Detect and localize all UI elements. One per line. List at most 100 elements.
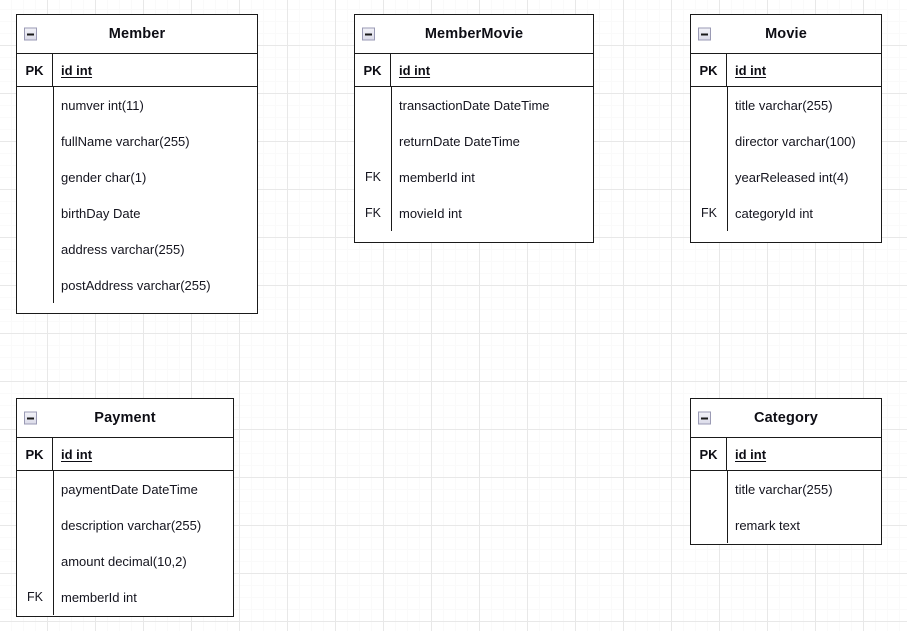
attribute-row[interactable]: returnDate DateTime: [355, 123, 593, 159]
attribute-row[interactable]: title varchar(255): [691, 471, 881, 507]
collapse-minus-icon[interactable]: [362, 27, 375, 41]
attribute-cell: address varchar(255): [53, 231, 257, 267]
entity-header-payment: Payment: [17, 399, 233, 437]
attribute-row[interactable]: numver int(11): [17, 87, 257, 123]
entity-header-membermovie: MemberMovie: [355, 15, 593, 53]
pk-attribute-cell: id int: [53, 438, 233, 470]
attribute-cell: paymentDate DateTime: [53, 471, 233, 507]
entity-header-category: Category: [691, 399, 881, 437]
attribute-row[interactable]: amount decimal(10,2): [17, 543, 233, 579]
primary-key-row[interactable]: PK id int: [691, 437, 881, 471]
attribute-label: paymentDate DateTime: [61, 481, 198, 497]
attribute-row[interactable]: gender char(1): [17, 159, 257, 195]
pk-attribute-label: id int: [735, 446, 767, 462]
attribute-label: director varchar(100): [735, 133, 856, 149]
attribute-label: remark text: [735, 517, 801, 533]
attribute-row[interactable]: transactionDate DateTime: [355, 87, 593, 123]
key-marker-cell: [17, 471, 53, 507]
attribute-label: gender char(1): [61, 169, 147, 185]
pk-attribute-cell: id int: [727, 54, 881, 86]
attribute-row[interactable]: FK memberId int: [355, 159, 593, 195]
pk-marker-cell: PK: [691, 438, 727, 470]
attribute-row[interactable]: title varchar(255): [691, 87, 881, 123]
attribute-label: memberId int: [61, 589, 137, 605]
attribute-label: movieId int: [399, 205, 462, 221]
key-marker-cell: [17, 507, 53, 543]
attribute-row[interactable]: yearReleased int(4): [691, 159, 881, 195]
entity-title-membermovie: MemberMovie: [424, 25, 524, 42]
fk-marker-label: FK: [365, 170, 381, 184]
collapse-minus-icon[interactable]: [698, 27, 711, 41]
pk-attribute-cell: id int: [53, 54, 257, 86]
attribute-cell: memberId int: [391, 159, 593, 195]
attribute-cell: categoryId int: [727, 195, 881, 231]
attribute-row[interactable]: description varchar(255): [17, 507, 233, 543]
attribute-cell: amount decimal(10,2): [53, 543, 233, 579]
attribute-label: amount decimal(10,2): [61, 553, 187, 569]
attribute-row[interactable]: FK categoryId int: [691, 195, 881, 231]
attribute-row[interactable]: address varchar(255): [17, 231, 257, 267]
attribute-row[interactable]: FK movieId int: [355, 195, 593, 231]
attribute-label: returnDate DateTime: [399, 133, 520, 149]
pk-marker-label: PK: [699, 62, 718, 78]
collapse-minus-icon[interactable]: [24, 27, 37, 41]
entity-title-member: Member: [108, 25, 166, 42]
attribute-column-divider: [53, 87, 54, 303]
attribute-row[interactable]: remark text: [691, 507, 881, 543]
key-marker-cell: [691, 123, 727, 159]
fk-marker-cell: FK: [355, 159, 391, 195]
attribute-cell: title varchar(255): [727, 87, 881, 123]
entity-header-member: Member: [17, 15, 257, 53]
fk-marker-cell: FK: [355, 195, 391, 231]
key-marker-cell: [17, 543, 53, 579]
pk-attribute-label: id int: [61, 62, 93, 78]
attribute-cell: title varchar(255): [727, 471, 881, 507]
entity-title-category: Category: [753, 409, 819, 426]
attribute-column-divider: [727, 87, 728, 231]
attribute-column-divider: [727, 471, 728, 543]
primary-key-row[interactable]: PK id int: [355, 53, 593, 87]
pk-marker-cell: PK: [691, 54, 727, 86]
key-marker-cell: [691, 507, 727, 543]
key-marker-cell: [17, 123, 53, 159]
pk-attribute-cell: id int: [391, 54, 593, 86]
collapse-minus-icon[interactable]: [698, 411, 711, 425]
collapse-minus-icon[interactable]: [24, 411, 37, 425]
key-marker-cell: [355, 123, 391, 159]
key-marker-cell: [691, 87, 727, 123]
attribute-row[interactable]: director varchar(100): [691, 123, 881, 159]
primary-key-row[interactable]: PK id int: [691, 53, 881, 87]
attribute-column-divider: [391, 87, 392, 231]
entity-attributes-category: title varchar(255) remark text: [691, 471, 881, 543]
attribute-label: birthDay Date: [61, 205, 141, 221]
fk-marker-cell: FK: [691, 195, 727, 231]
attribute-row[interactable]: birthDay Date: [17, 195, 257, 231]
entity-title-payment: Payment: [94, 409, 156, 426]
attribute-label: description varchar(255): [61, 517, 202, 533]
attribute-row[interactable]: postAddress varchar(255): [17, 267, 257, 303]
attribute-cell: description varchar(255): [53, 507, 233, 543]
pk-marker-label: PK: [363, 62, 382, 78]
attribute-row[interactable]: paymentDate DateTime: [17, 471, 233, 507]
entity-attributes-payment: paymentDate DateTime description varchar(…: [17, 471, 233, 615]
attribute-label: yearReleased int(4): [735, 169, 849, 185]
attribute-label: categoryId int: [735, 205, 814, 221]
key-marker-cell: [355, 87, 391, 123]
entity-title-movie: Movie: [765, 25, 807, 42]
attribute-row[interactable]: fullName varchar(255): [17, 123, 257, 159]
attribute-label: title varchar(255): [735, 97, 833, 113]
attribute-cell: birthDay Date: [53, 195, 257, 231]
key-marker-cell: [17, 267, 53, 303]
attribute-label: title varchar(255): [735, 481, 833, 497]
attribute-cell: gender char(1): [53, 159, 257, 195]
attribute-column-divider: [53, 471, 54, 615]
